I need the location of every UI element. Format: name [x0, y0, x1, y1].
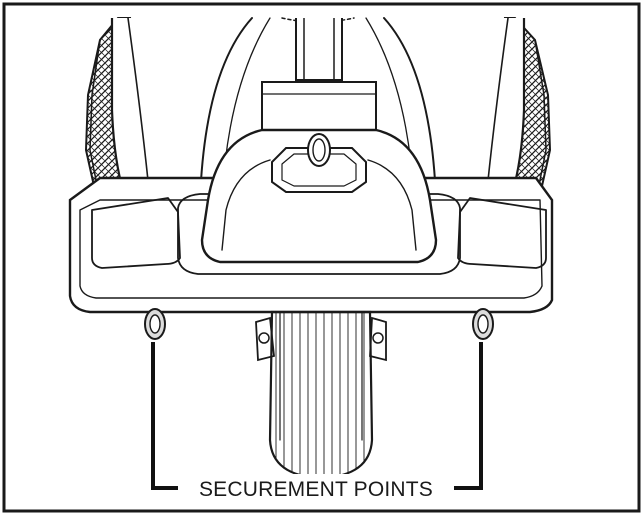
- front-wheel: [268, 310, 374, 480]
- tie-down-ring-right: [472, 308, 494, 340]
- callout-label: SECUREMENT POINTS: [199, 478, 433, 501]
- tiller-hub: [200, 128, 438, 264]
- tiller-column: [261, 18, 377, 141]
- tie-down-ring-left: [144, 308, 166, 340]
- callout-label-backing: [180, 474, 450, 502]
- callout-bracket: [151, 342, 483, 490]
